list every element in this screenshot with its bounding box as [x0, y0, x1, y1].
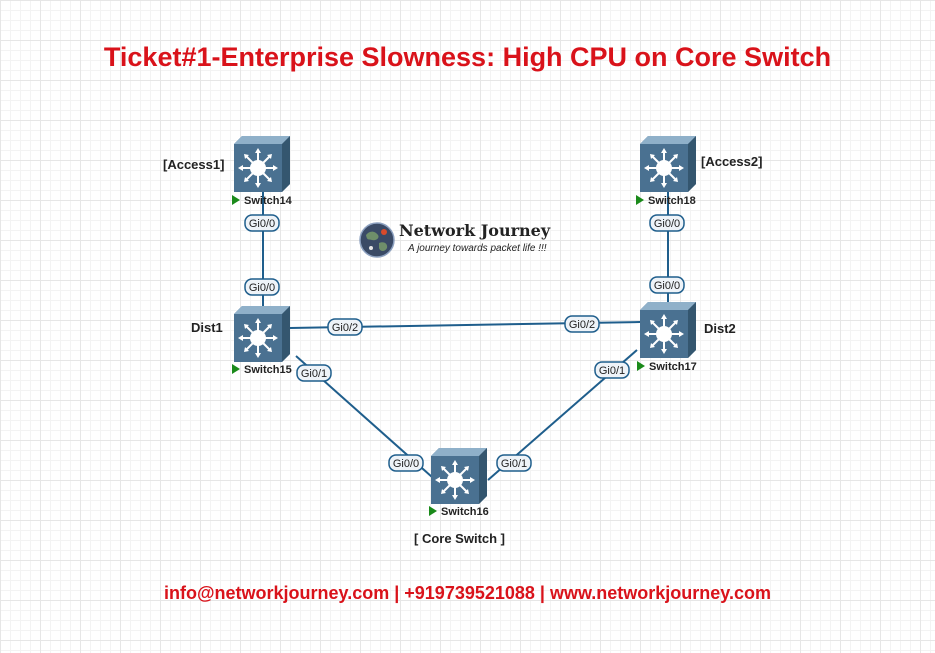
switch-icon[interactable]	[233, 135, 291, 193]
port-label[interactable]: Gi0/0	[649, 214, 685, 232]
diagram-title: Ticket#1-Enterprise Slowness: High CPU o…	[103, 42, 832, 72]
svg-text:Gi0/0: Gi0/0	[654, 280, 680, 292]
device-hostname[interactable]: Switch18	[636, 195, 696, 207]
svg-text:Gi0/0: Gi0/0	[654, 218, 680, 230]
device-role-label: [Access2]	[701, 154, 762, 169]
play-icon	[232, 195, 240, 205]
play-icon	[429, 506, 437, 516]
device-hostname[interactable]: Switch15	[232, 364, 292, 376]
svg-text:Gi0/1: Gi0/1	[301, 368, 327, 380]
play-icon	[636, 195, 644, 205]
svg-text:Gi0/1: Gi0/1	[501, 458, 527, 470]
port-label[interactable]: Gi0/1	[594, 361, 630, 379]
device-role-label: [Access1]	[163, 157, 224, 172]
svg-text:Switch18: Switch18	[648, 195, 696, 207]
contact-footer: info@networkjourney.com | +919739521088 …	[164, 583, 771, 603]
svg-text:Gi0/0: Gi0/0	[393, 458, 419, 470]
device-role-label: Dist1	[191, 320, 223, 335]
device-role-label: Dist2	[704, 321, 736, 336]
svg-text:Gi0/0: Gi0/0	[249, 282, 275, 294]
device-hostname[interactable]: Switch16	[429, 506, 489, 518]
port-label[interactable]: Gi0/0	[244, 214, 280, 232]
device-hostname[interactable]: Switch14	[232, 195, 293, 207]
svg-text:Gi0/1: Gi0/1	[599, 365, 625, 377]
globe-icon	[359, 222, 395, 258]
svg-text:Gi0/2: Gi0/2	[332, 322, 358, 334]
switch-icon[interactable]	[639, 135, 697, 193]
port-label[interactable]: Gi0/2	[564, 315, 600, 333]
svg-text:Switch14: Switch14	[244, 195, 293, 207]
svg-text:Switch15: Switch15	[244, 364, 292, 376]
logo-name: Network Journey	[399, 221, 551, 240]
port-label[interactable]: Gi0/1	[296, 364, 332, 382]
port-label[interactable]: Gi0/0	[388, 454, 424, 472]
play-icon	[232, 364, 240, 374]
svg-text:Gi0/0: Gi0/0	[249, 218, 275, 230]
switch-icon[interactable]	[639, 301, 697, 359]
svg-text:Switch16: Switch16	[441, 506, 489, 518]
port-label[interactable]: Gi0/0	[244, 278, 280, 296]
svg-text:Gi0/2: Gi0/2	[569, 319, 595, 331]
svg-text:Switch17: Switch17	[649, 361, 697, 373]
switch-icon[interactable]	[430, 447, 488, 505]
switch-icon[interactable]	[233, 305, 291, 363]
network-journey-logo: Network Journey A journey towards packet…	[358, 220, 558, 260]
port-label[interactable]: Gi0/2	[327, 318, 363, 336]
port-label[interactable]: Gi0/1	[496, 454, 532, 472]
device-role-label: [ Core Switch ]	[414, 531, 505, 546]
device-hostname[interactable]: Switch17	[637, 361, 697, 373]
port-label[interactable]: Gi0/0	[649, 276, 685, 294]
logo-tagline: A journey towards packet life !!!	[408, 243, 547, 254]
play-icon	[637, 361, 645, 371]
